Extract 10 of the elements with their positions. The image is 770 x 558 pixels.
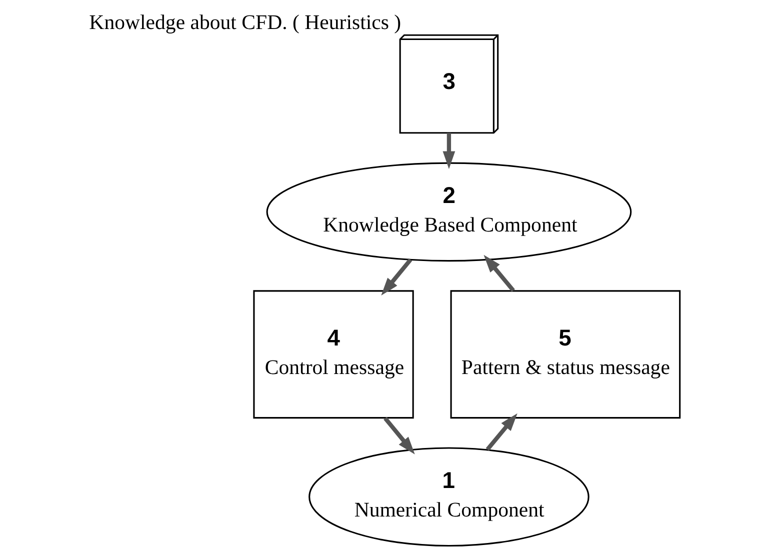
arrow [442,132,456,169]
node-ellipse: 1 Numerical Component [308,447,590,547]
arrow [381,258,412,296]
arrow [384,416,415,454]
arrow [484,254,515,292]
node-box: 4 Control message [253,290,414,419]
node-ellipse: 2 Knowledge Based Component [266,162,632,262]
arrow [486,413,518,451]
node-label: Knowledge about CFD. ( Heuristics ) [89,10,402,34]
node-box: 5 Pattern & status message [450,290,681,419]
